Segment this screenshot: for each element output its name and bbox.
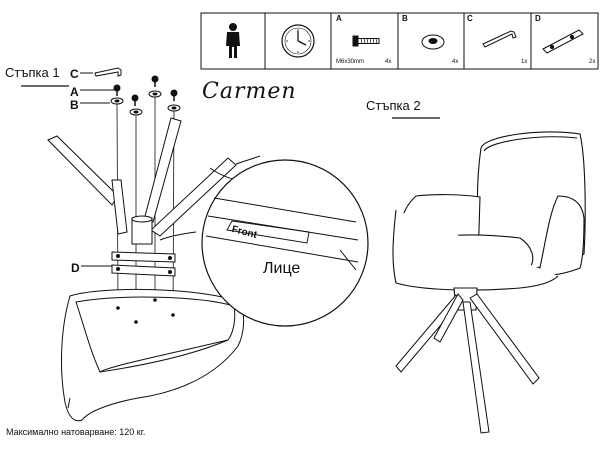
assembled-chair [392,131,586,311]
hardware-callouts [80,67,122,104]
part-a-letter: A [336,14,342,23]
mounting-plate-icon [542,29,584,54]
part-c-letter: C [467,14,473,23]
alignment-lines [116,97,175,322]
washer-icon [421,34,445,50]
detail-magnifier [201,155,369,327]
part-b-letter: B [402,14,408,23]
product-name: Carmen [202,79,297,104]
part-b-qty: 4x [452,59,459,65]
max-load-note: Максимално натоварване: 120 кг. [6,427,146,437]
person-icon [226,23,240,58]
part-a-qty: 4x [385,59,392,65]
part-d-qty: 2x [589,59,596,65]
face-label: Лице [263,260,301,277]
callout-a: A [70,85,79,99]
part-c-qty: 1x [521,59,528,65]
star-base [47,117,237,245]
callout-b: B [70,98,79,112]
mounting-plates [81,251,176,277]
bolt-icon [352,35,380,47]
seat-underside [61,288,245,422]
step-1-label: Стъпка 1 [5,65,60,80]
chair-legs [395,293,540,434]
callout-c: C [70,67,79,81]
allen-key-icon [482,30,517,48]
part-a-spec: M6x30mm [336,59,365,65]
bolts-and-washers [110,75,181,116]
step-2-label: Стъпка 2 [366,98,421,113]
callout-d: D [71,261,80,275]
clock-icon [281,24,315,58]
part-d-letter: D [535,14,541,23]
parts-table [200,12,599,70]
